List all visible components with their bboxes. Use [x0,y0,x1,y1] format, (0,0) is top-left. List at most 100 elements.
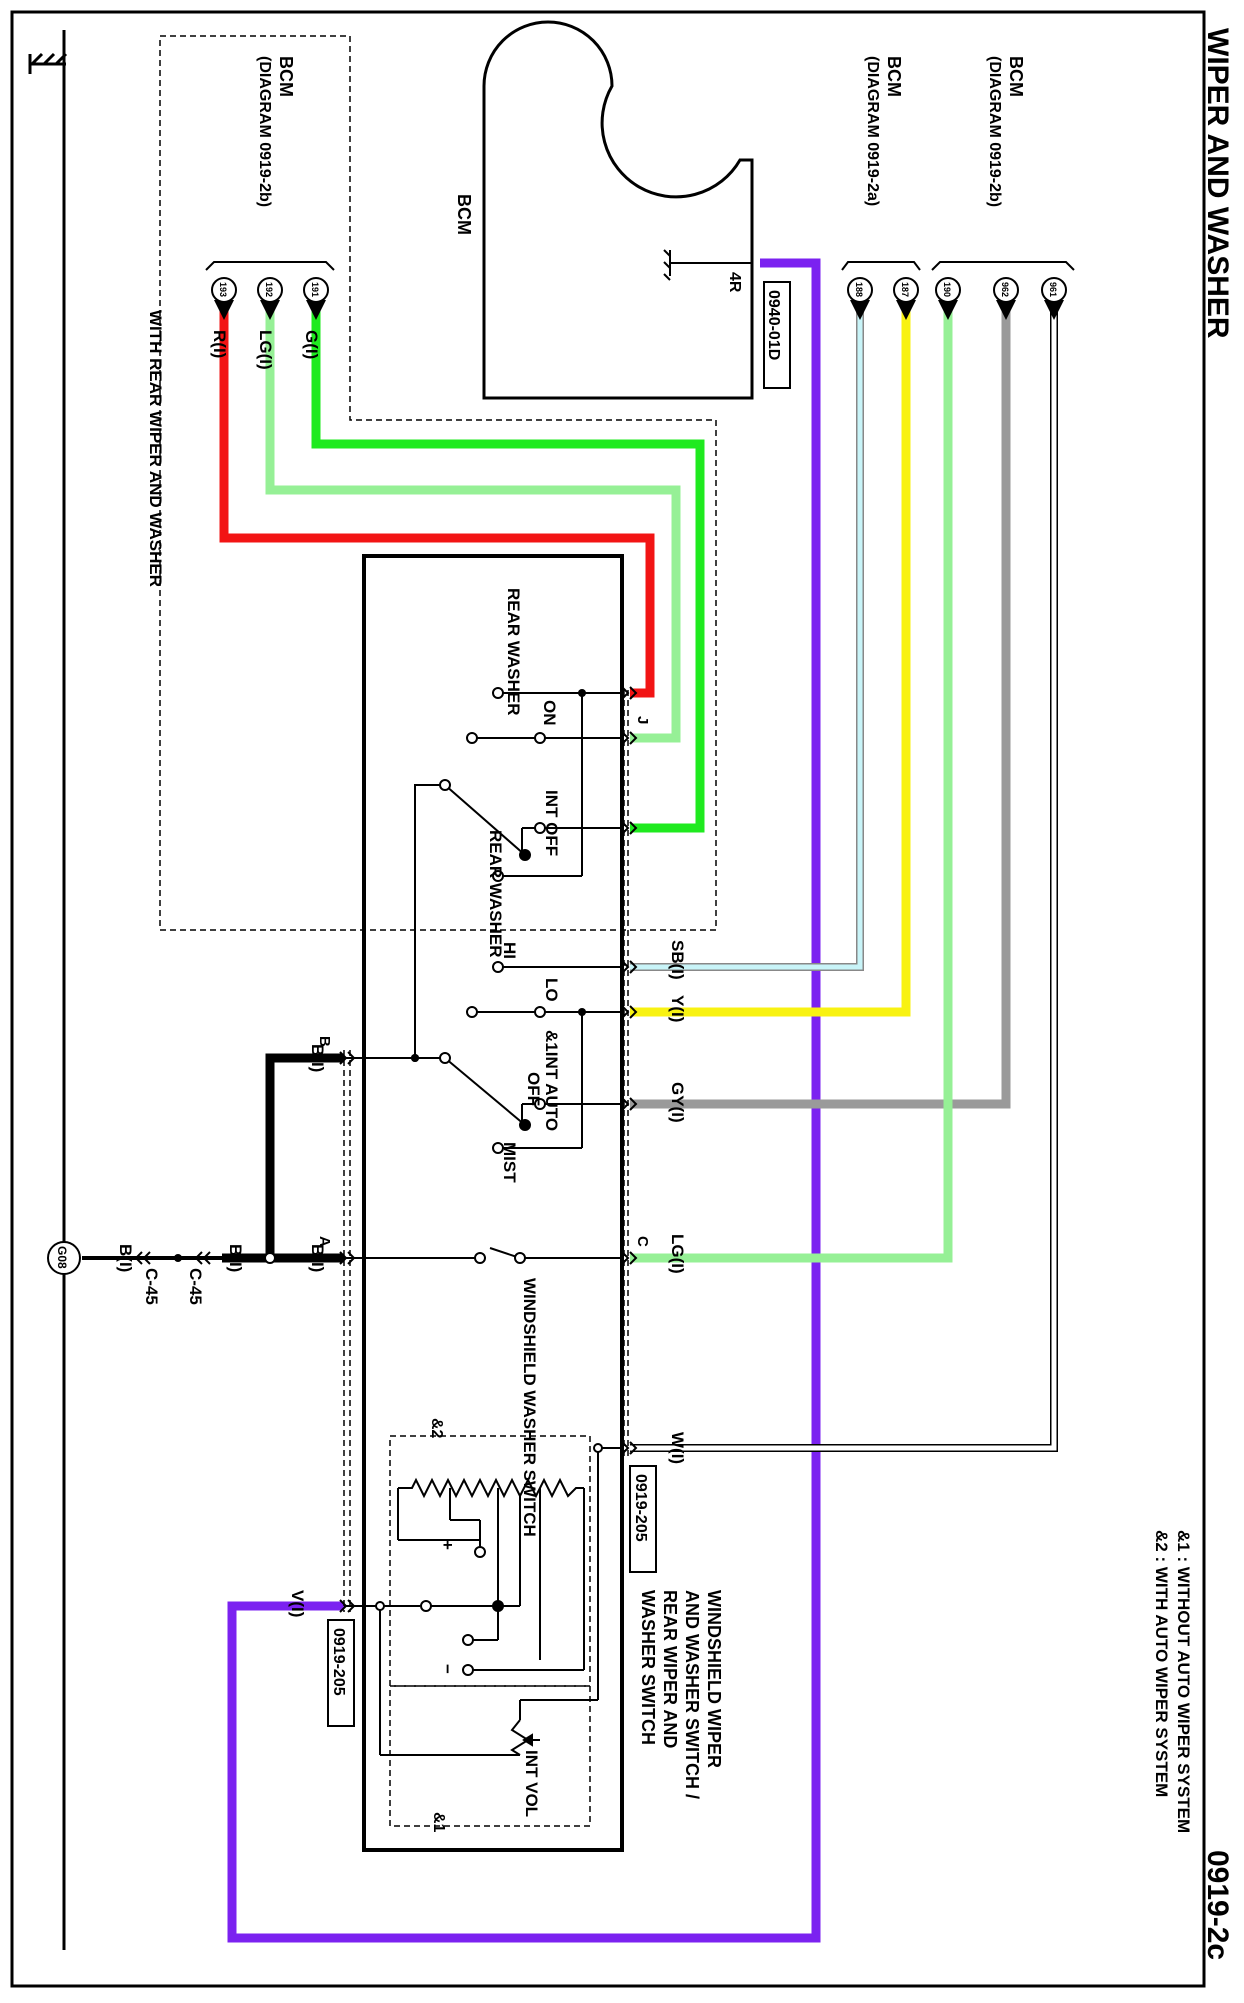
c45-right: C-45 [186,1268,205,1305]
label-rear-washer-top: REAR WASHER [504,588,523,716]
pin-192: 192 [264,282,274,297]
bcm-top-label: BCM [1006,56,1026,97]
pin-arrows [214,300,1064,320]
wire-label-b-splice: B(I) [226,1244,245,1272]
wire-label-lg-c: LG(I) [668,1234,687,1274]
wire-label-gy: GY(I) [668,1082,687,1123]
wire-white [630,300,1058,1452]
wire-yellow [630,300,911,1017]
terminal-j: J [634,716,651,724]
wiper-mode-circuit [415,966,622,1149]
pin-188: 188 [854,282,864,297]
wire-label-g: G(I) [302,330,321,359]
switch-connector-box-left [327,1619,355,1727]
label-washer-switch: WINDSHIELD WASHER SWITCH [520,1278,539,1537]
bcm-pin-4r: 4R [726,272,743,293]
switch-name-line-1: WINDSHIELD WIPER [704,1590,724,1768]
label-hi: HI [500,942,519,959]
label-opt2: &2 [428,1418,445,1439]
diagram-title: WIPER AND WASHER [1201,28,1234,339]
terminal-c: C [634,1236,651,1247]
pin-191: 191 [310,282,320,297]
bcm-low-label: BCM [276,56,296,97]
bcm-top-ref: (DIAGRAM 0919-2b) [986,56,1003,207]
switch-connector-right: 0919-205 [632,1474,649,1542]
wire-violet [227,258,821,1943]
terminal-a: A [316,1236,333,1247]
label-int-vol: INT VOL [522,1750,541,1817]
rear-wiper-dashed-box [159,35,717,931]
page-code: 0919-2c [1201,1850,1234,1960]
wire-label-y: Y(I) [668,995,687,1022]
int-vol-circuit [344,1447,622,1756]
switch-body [362,554,624,1852]
wire-label-r: R(I) [210,330,229,358]
switch-name-line-3: REAR WIPER AND [660,1590,680,1748]
pin-group-bracket-top [931,261,1075,271]
pin-group-bracket-mid [841,261,921,271]
pin-190: 190 [942,282,952,297]
wire-label-sb: SB(I) [668,940,687,980]
bcm-ground-icon [663,249,671,281]
int-vol-potentiometer-icon [510,1719,540,1756]
pin-193: 193 [218,282,228,297]
pin-961: 961 [1048,282,1058,297]
label-on: ON [540,700,559,726]
c45-left: C-45 [142,1268,161,1305]
note-1: &1 : WITHOUT AUTO WIPER SYSTEM [1174,1530,1193,1833]
bcm-connector-label: 0940-01D [765,290,782,360]
wire-black-b [265,1053,344,1258]
rear-washer-circuit [414,692,622,1058]
wire-sky-blue [630,300,864,971]
wire-light-green-rear [265,300,681,743]
rear-group-label: WITH REAR WIPER AND WASHER [146,310,165,587]
pin-group-bracket-low [205,261,335,271]
bcm-mid-label: BCM [884,56,904,97]
ground-g08-label: G08 [55,1246,69,1269]
pin-962: 962 [1000,282,1010,297]
ground-g08-icon [47,1241,81,1275]
switch-name: WINDSHIELD WIPER AND WASHER SWITCH / REA… [638,1590,724,1804]
switch-name-line-2: AND WASHER SWITCH / [682,1590,702,1799]
wire-label-b-ground: B(I) [116,1244,135,1272]
ground-symbol-icon [28,52,68,74]
pin-187: 187 [900,282,910,297]
wire-green [311,300,705,833]
connector-chevrons [339,686,638,1613]
terminal-b: B [316,1036,333,1047]
label-int-off: INT OFF [542,790,561,856]
wire-label-lg-rear: LG(I) [256,330,275,370]
bcm-component-outline [482,20,754,400]
wire-light-green-c [630,300,953,1263]
wire-red [219,300,655,698]
bcm-mid-ref: (DIAGRAM 0919-2a) [864,56,881,206]
label-opt1: &1 [430,1812,447,1833]
splice-point [264,1252,276,1264]
rear-washer-contacts [439,687,546,882]
label-minus: − [438,1664,457,1674]
wire-label-b-a: B(I) [308,1244,327,1272]
label-rear-washer-sw: REAR WASHER [486,830,505,958]
label-off: OFF [524,1072,543,1106]
wire-gray [630,300,1011,1109]
opt2-dashed-box [389,1435,591,1687]
page-frame [10,10,1206,1988]
pin-circles [211,277,1067,303]
bcm-low-ref: (DIAGRAM 0919-2b) [256,56,273,207]
switch-name-line-4: WASHER SWITCH [638,1590,658,1745]
switch-connector-left: 0919-205 [330,1628,347,1696]
switch-connector-box-right [629,1465,657,1573]
label-mist: MIST [500,1142,519,1183]
wire-label-b-b: B(I) [308,1044,327,1072]
c45-connector-icon [134,1251,211,1265]
wire-label-w: W(I) [668,1432,687,1464]
note-2: &2 : WITH AUTO WIPER SYSTEM [1152,1530,1171,1797]
label-lo: LO [542,978,561,1002]
switch-connector-dashes [343,690,629,1612]
label-washer-switch-text: WINDSHIELD WASHER SWITCH [520,1278,539,1537]
label-int-auto: &1INT AUTO [542,1030,561,1131]
bcm-connector-box [763,281,791,389]
bcm-box-label: BCM [454,194,474,235]
